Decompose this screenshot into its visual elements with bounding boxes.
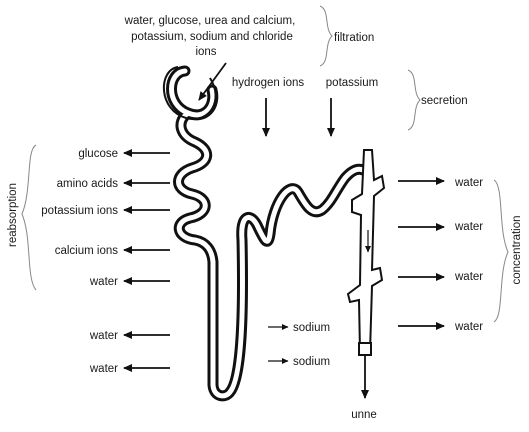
collecting-duct [346, 149, 386, 356]
reabsorption-label: reabsorption [7, 183, 19, 247]
filtered-substances-line-1: water, glucose, urea and calcium, [124, 15, 296, 27]
reabsorbed-label: calcium ions [55, 245, 119, 257]
concentration-brace [493, 179, 509, 323]
potassium-secretion-label: potassium [326, 77, 378, 89]
reabsorbed-label: potassium ions [41, 205, 118, 217]
filtration-brace [319, 5, 333, 67]
sodium-label: sodium [293, 356, 330, 368]
concentration-list: water water water water [398, 177, 483, 333]
reabsorbed-label: glucose [78, 148, 118, 160]
concentrated-label: water [454, 271, 483, 283]
urine-label: unne [351, 409, 377, 421]
filtration-label: filtration [334, 32, 374, 44]
concentrated-label: water [454, 221, 483, 233]
hydrogen-ions-label: hydrogen ions [232, 77, 304, 89]
secretion-label: secretion [421, 95, 468, 107]
reabsorbed-list: glucose amino acids potassium ions calci… [41, 148, 170, 375]
reabsorbed-label: water [89, 276, 118, 288]
filtered-substances-line-2: potassium, sodium and chloride [131, 31, 293, 43]
filtration-arrow [198, 62, 227, 101]
concentrated-label: water [454, 321, 483, 333]
concentrated-label: water [454, 177, 483, 189]
concentration-label: concentration [511, 215, 523, 284]
nephron-tubule [163, 65, 369, 402]
reabsorbed-label: water [89, 330, 118, 342]
sodium-list: sodium sodium [268, 322, 330, 368]
reabsorbed-label: water [89, 363, 118, 375]
filtered-substances-line-3: ions [195, 46, 216, 58]
reabsorption-brace [21, 144, 37, 291]
sodium-label: sodium [293, 322, 330, 334]
secretion-brace [407, 69, 421, 131]
reabsorbed-label: amino acids [57, 178, 119, 190]
